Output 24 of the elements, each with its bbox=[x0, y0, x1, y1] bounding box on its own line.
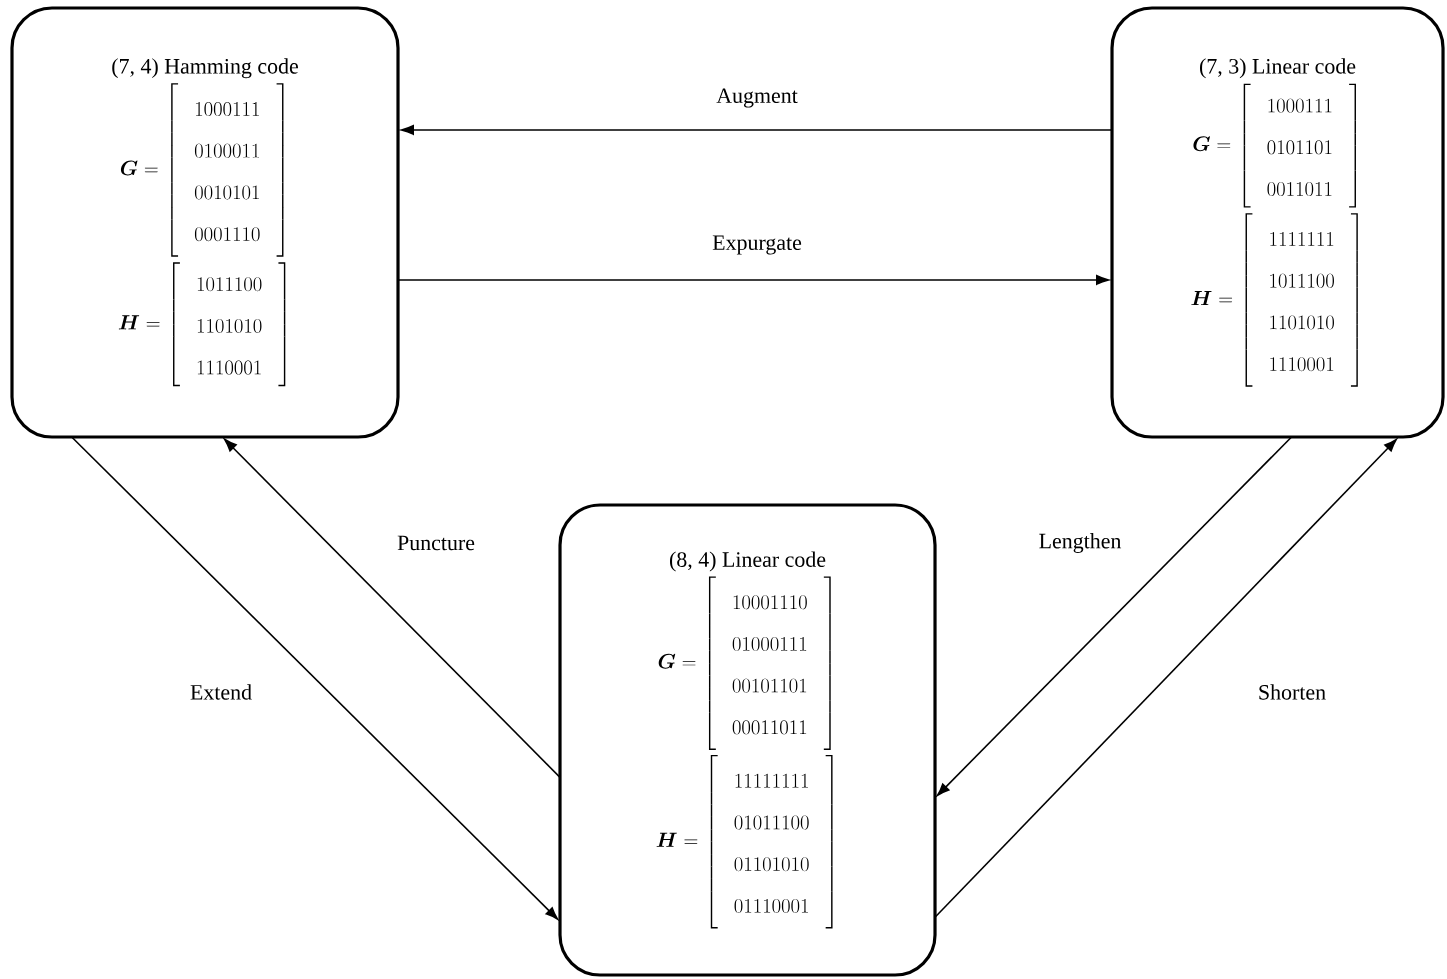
code-box bbox=[1110, 6, 1445, 439]
matrix-equation: $\boldsymbol{G} = \left[\begin{array}{c} 1000111\\ 0100011\\ 0010101\\ 0001110 \end{array}\right]$ bbox=[120, 83, 284, 257]
arrow bbox=[70, 436, 559, 920]
arrow bbox=[224, 438, 561, 779]
matrix-equation: $\boldsymbol{H} = \left[\begin{array}{c} 1111111\\ 1011100\\ 1101010\\ 1110001 \end{array}\right]$ bbox=[1191, 213, 1358, 387]
arrow bbox=[936, 436, 1293, 797]
code-box bbox=[558, 503, 937, 977]
edge-label: Extend bbox=[187, 682, 255, 702]
matrix-equation: $\boldsymbol{H} = \left[\begin{array}{c} 1011100\\ 1101010\\ 1110001 \end{array}\right]$ bbox=[118, 262, 286, 387]
edge-label: Expurgate bbox=[710, 233, 804, 257]
edge-label: Shorten bbox=[1255, 682, 1329, 702]
box-heading: (8, 4) Linear code bbox=[670, 551, 826, 572]
arrow bbox=[934, 438, 1397, 919]
matrix-equation: $\boldsymbol{G} = \left[\begin{array}{c} 10001110\\ 01000111\\ 00101101\\ 00011011 \end{array}\right]$ bbox=[658, 576, 831, 750]
matrix-equation: $\boldsymbol{H} = \left[\begin{array}{c} 11111111\\ 01011100\\ 01101010\\ 01110001 \end{array}\right]$ bbox=[656, 754, 833, 929]
edge-label: Puncture bbox=[395, 533, 477, 553]
edge-label: Augment bbox=[714, 86, 800, 110]
matrix-equation: $\boldsymbol{G} = \left[\begin{array}{c} 1000111\\ 0101101\\ 0011011 \end{array}\right]$ bbox=[1193, 83, 1356, 208]
box-heading: (7, 4) Hamming code bbox=[112, 58, 298, 79]
arrow bbox=[400, 125, 1113, 135]
arrow bbox=[397, 275, 1110, 285]
code-box bbox=[10, 6, 400, 439]
box-heading: (7, 3) Linear code bbox=[1200, 58, 1356, 79]
edge-label: Lengthen bbox=[1036, 531, 1124, 555]
